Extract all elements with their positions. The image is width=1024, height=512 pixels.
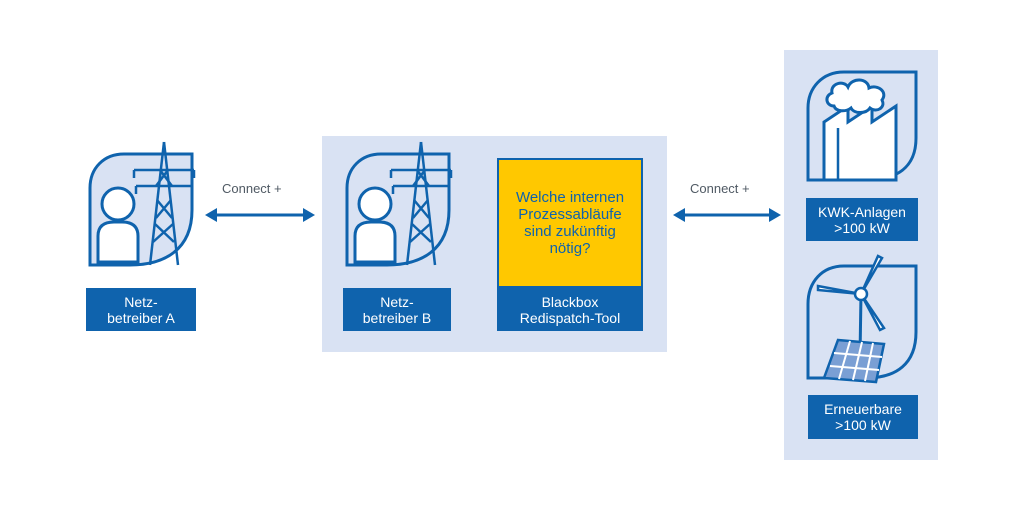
blackbox-label: Blackbox Redispatch-Tool bbox=[497, 288, 643, 331]
chp-factory-icon bbox=[806, 68, 918, 184]
blackbox-question-line2: Prozessabläufe bbox=[518, 206, 622, 223]
grid-operator-a-icon bbox=[86, 140, 196, 268]
wind-solar-icon bbox=[806, 252, 918, 384]
blackbox-question-line1: Welche internen bbox=[515, 189, 625, 206]
operator-a-label-line1: Netz- bbox=[124, 293, 158, 310]
blackbox-label-line2: Redispatch-Tool bbox=[519, 309, 621, 326]
right-connect-label: Connect + bbox=[690, 181, 750, 196]
renewables-label: Erneuerbare >100 kW bbox=[808, 395, 918, 439]
renewables-label-line1: Erneuerbare bbox=[824, 401, 902, 417]
blackbox-question-line3: sind zukünftig bbox=[524, 223, 616, 240]
blackbox-question-box: Welche internen Prozessabläufe sind zukü… bbox=[497, 158, 643, 288]
operator-a-label-line2: betreiber A bbox=[107, 309, 175, 326]
blackbox-label-line1: Blackbox bbox=[541, 293, 599, 310]
operator-b-label: Netz- betreiber B bbox=[343, 288, 451, 331]
right-double-arrow bbox=[673, 208, 781, 222]
left-double-arrow bbox=[205, 208, 315, 222]
left-connect-label: Connect + bbox=[222, 181, 282, 196]
renewables-label-line2: >100 kW bbox=[835, 417, 891, 433]
operator-b-label-line2: betreiber B bbox=[362, 309, 432, 326]
blackbox-question-line4: nötig? bbox=[549, 240, 591, 257]
operator-a-label: Netz- betreiber A bbox=[86, 288, 196, 331]
chp-label-line1: KWK-Anlagen bbox=[818, 203, 906, 220]
chp-label: KWK-Anlagen >100 kW bbox=[806, 198, 918, 241]
operator-b-label-line1: Netz- bbox=[380, 293, 414, 310]
chp-label-line2: >100 kW bbox=[834, 219, 890, 236]
grid-operator-b-icon bbox=[343, 140, 453, 268]
